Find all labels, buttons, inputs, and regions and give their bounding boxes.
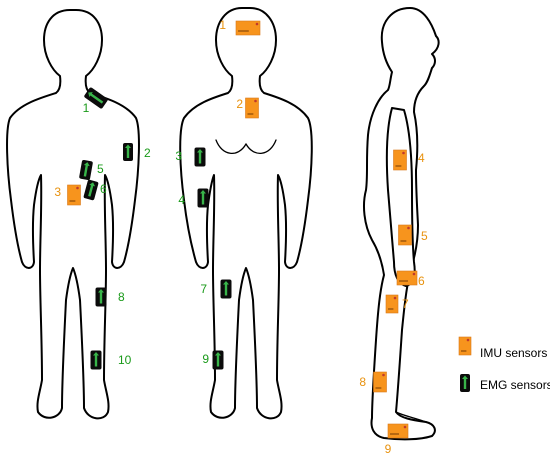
sensor-front-imu-1-logo [238, 30, 249, 32]
sensor-label-side-imu-4: 4 [418, 151, 425, 165]
sensor-label-side-imu-8: 8 [359, 375, 366, 389]
sensor-side-imu-7-logo [388, 308, 394, 310]
legend-emg-stripe [463, 377, 467, 389]
sensor-label-back-imu-3: 3 [54, 185, 61, 199]
sensor-side-imu-4 [393, 149, 407, 171]
sensor-side-imu-4-logo [395, 165, 402, 167]
sensor-front-imu-2 [245, 97, 259, 119]
sensor-side-imu-7 [385, 294, 399, 314]
sensor-front-emg-7 [220, 279, 232, 299]
sensor-side-imu-9-logo [390, 433, 399, 435]
sensor-front-emg-3 [194, 147, 206, 167]
sensor-back-emg-10-arrow [93, 352, 99, 356]
sensor-front-imu-2-led [254, 99, 257, 103]
sensor-side-imu-5-logo [400, 240, 407, 242]
sensor-side-imu-9-led [403, 425, 407, 429]
sensor-back-emg-2-arrow [125, 144, 131, 148]
sensor-side-imu-6-led [412, 272, 416, 276]
sensor-back-emg-5 [79, 160, 93, 180]
sensor-back-imu-3 [67, 184, 81, 206]
sensor-side-imu-7-led [393, 296, 397, 300]
sensor-front-imu-1-led [255, 22, 259, 26]
sensor-back-imu-3-logo [69, 200, 76, 202]
sensor-side-imu-5-led [407, 226, 410, 230]
legend-imu-logo [461, 350, 467, 352]
legend-imu-icon [458, 336, 472, 356]
sensor-label-back-emg-8: 8 [118, 290, 125, 304]
sensor-front-emg-4-stripe [201, 191, 205, 205]
sensor-side-imu-8 [373, 371, 387, 393]
sensor-back-emg-6-stripe [88, 183, 94, 197]
sensor-back-emg-6 [83, 179, 99, 201]
sensor-back-emg-6-arrow [89, 182, 96, 187]
sensor-back-emg-8-arrow [98, 289, 104, 293]
sensor-side-imu-4-led [402, 151, 405, 155]
legend-emg-icon [460, 374, 470, 392]
figure-front-view [179, 7, 313, 420]
figure-back-view [6, 9, 140, 420]
sensor-side-imu-5 [398, 224, 412, 246]
sensor-label-front-emg-3: 3 [175, 149, 182, 163]
legend-imu-led [466, 338, 470, 342]
sensor-back-emg-2 [123, 143, 133, 161]
sensor-label-back-emg-10: 10 [118, 353, 132, 367]
sensor-front-emg-9-stripe [216, 353, 220, 367]
back-body-outline [6, 9, 140, 420]
sensor-label-back-emg-1: 1 [83, 101, 90, 115]
sensor-front-emg-7-stripe [224, 282, 228, 296]
sensor-back-emg-1-arrow [88, 92, 93, 98]
sensor-label-front-emg-4: 4 [178, 193, 185, 207]
sensor-side-imu-9 [387, 423, 409, 439]
sensor-back-emg-1 [84, 87, 108, 109]
sensor-back-emg-10 [90, 350, 102, 370]
sensor-back-emg-5-arrow [83, 162, 90, 167]
legend-imu-label: IMU sensors [480, 346, 547, 360]
legend: IMU sensors EMG sensors [458, 336, 550, 392]
sensor-label-side-imu-9: 9 [385, 442, 392, 456]
side-foot-line [395, 411, 427, 423]
legend-emg-label: EMG sensors [480, 378, 550, 392]
sensor-label-side-imu-7: 7 [402, 297, 409, 311]
sensor-back-imu-3-led [76, 186, 79, 190]
sensor-label-front-emg-7: 7 [200, 282, 207, 296]
sensor-label-back-emg-6: 6 [100, 182, 107, 196]
sensor-label-front-imu-1: 1 [219, 18, 226, 32]
sensor-back-emg-8-stripe [99, 290, 103, 304]
front-body-outline [179, 7, 313, 420]
sensor-label-side-imu-6: 6 [418, 274, 425, 288]
sensor-front-emg-3-stripe [198, 150, 202, 164]
sensor-back-emg-2-stripe [126, 146, 130, 158]
sensor-front-imu-2-logo [247, 113, 254, 115]
sensor-back-emg-1-stripe [88, 92, 104, 104]
sensor-label-front-emg-9: 9 [202, 352, 209, 366]
sensor-side-imu-6 [396, 270, 418, 286]
legend-imu-swatch [458, 336, 472, 356]
sensor-label-front-imu-2: 2 [236, 97, 243, 111]
front-chest-line-left [215, 139, 247, 154]
sensor-front-imu-1 [235, 20, 261, 36]
sensor-front-emg-9-arrow [215, 352, 221, 356]
sensor-front-emg-4-arrow [200, 190, 206, 194]
sensor-side-imu-8-logo [375, 387, 382, 389]
sensor-side-imu-6-logo [399, 280, 408, 282]
sensor-label-back-emg-5: 5 [97, 162, 104, 176]
sensor-label-side-imu-5: 5 [421, 229, 428, 243]
sensor-front-emg-4 [197, 188, 209, 208]
sensor-label-back-emg-2: 2 [144, 146, 151, 160]
sensor-front-emg-7-arrow [223, 281, 229, 285]
sensor-side-imu-8-led [382, 373, 385, 377]
sensor-front-emg-9 [212, 350, 224, 370]
sensor-front-emg-3-arrow [197, 149, 203, 153]
sensor-back-emg-8 [95, 287, 107, 307]
legend-emg-arrow [462, 375, 468, 379]
sensor-back-emg-5-stripe [83, 163, 89, 177]
legend-emg-swatch [460, 374, 470, 392]
sensor-back-emg-10-stripe [94, 353, 98, 367]
front-chest-line-right [245, 139, 277, 154]
